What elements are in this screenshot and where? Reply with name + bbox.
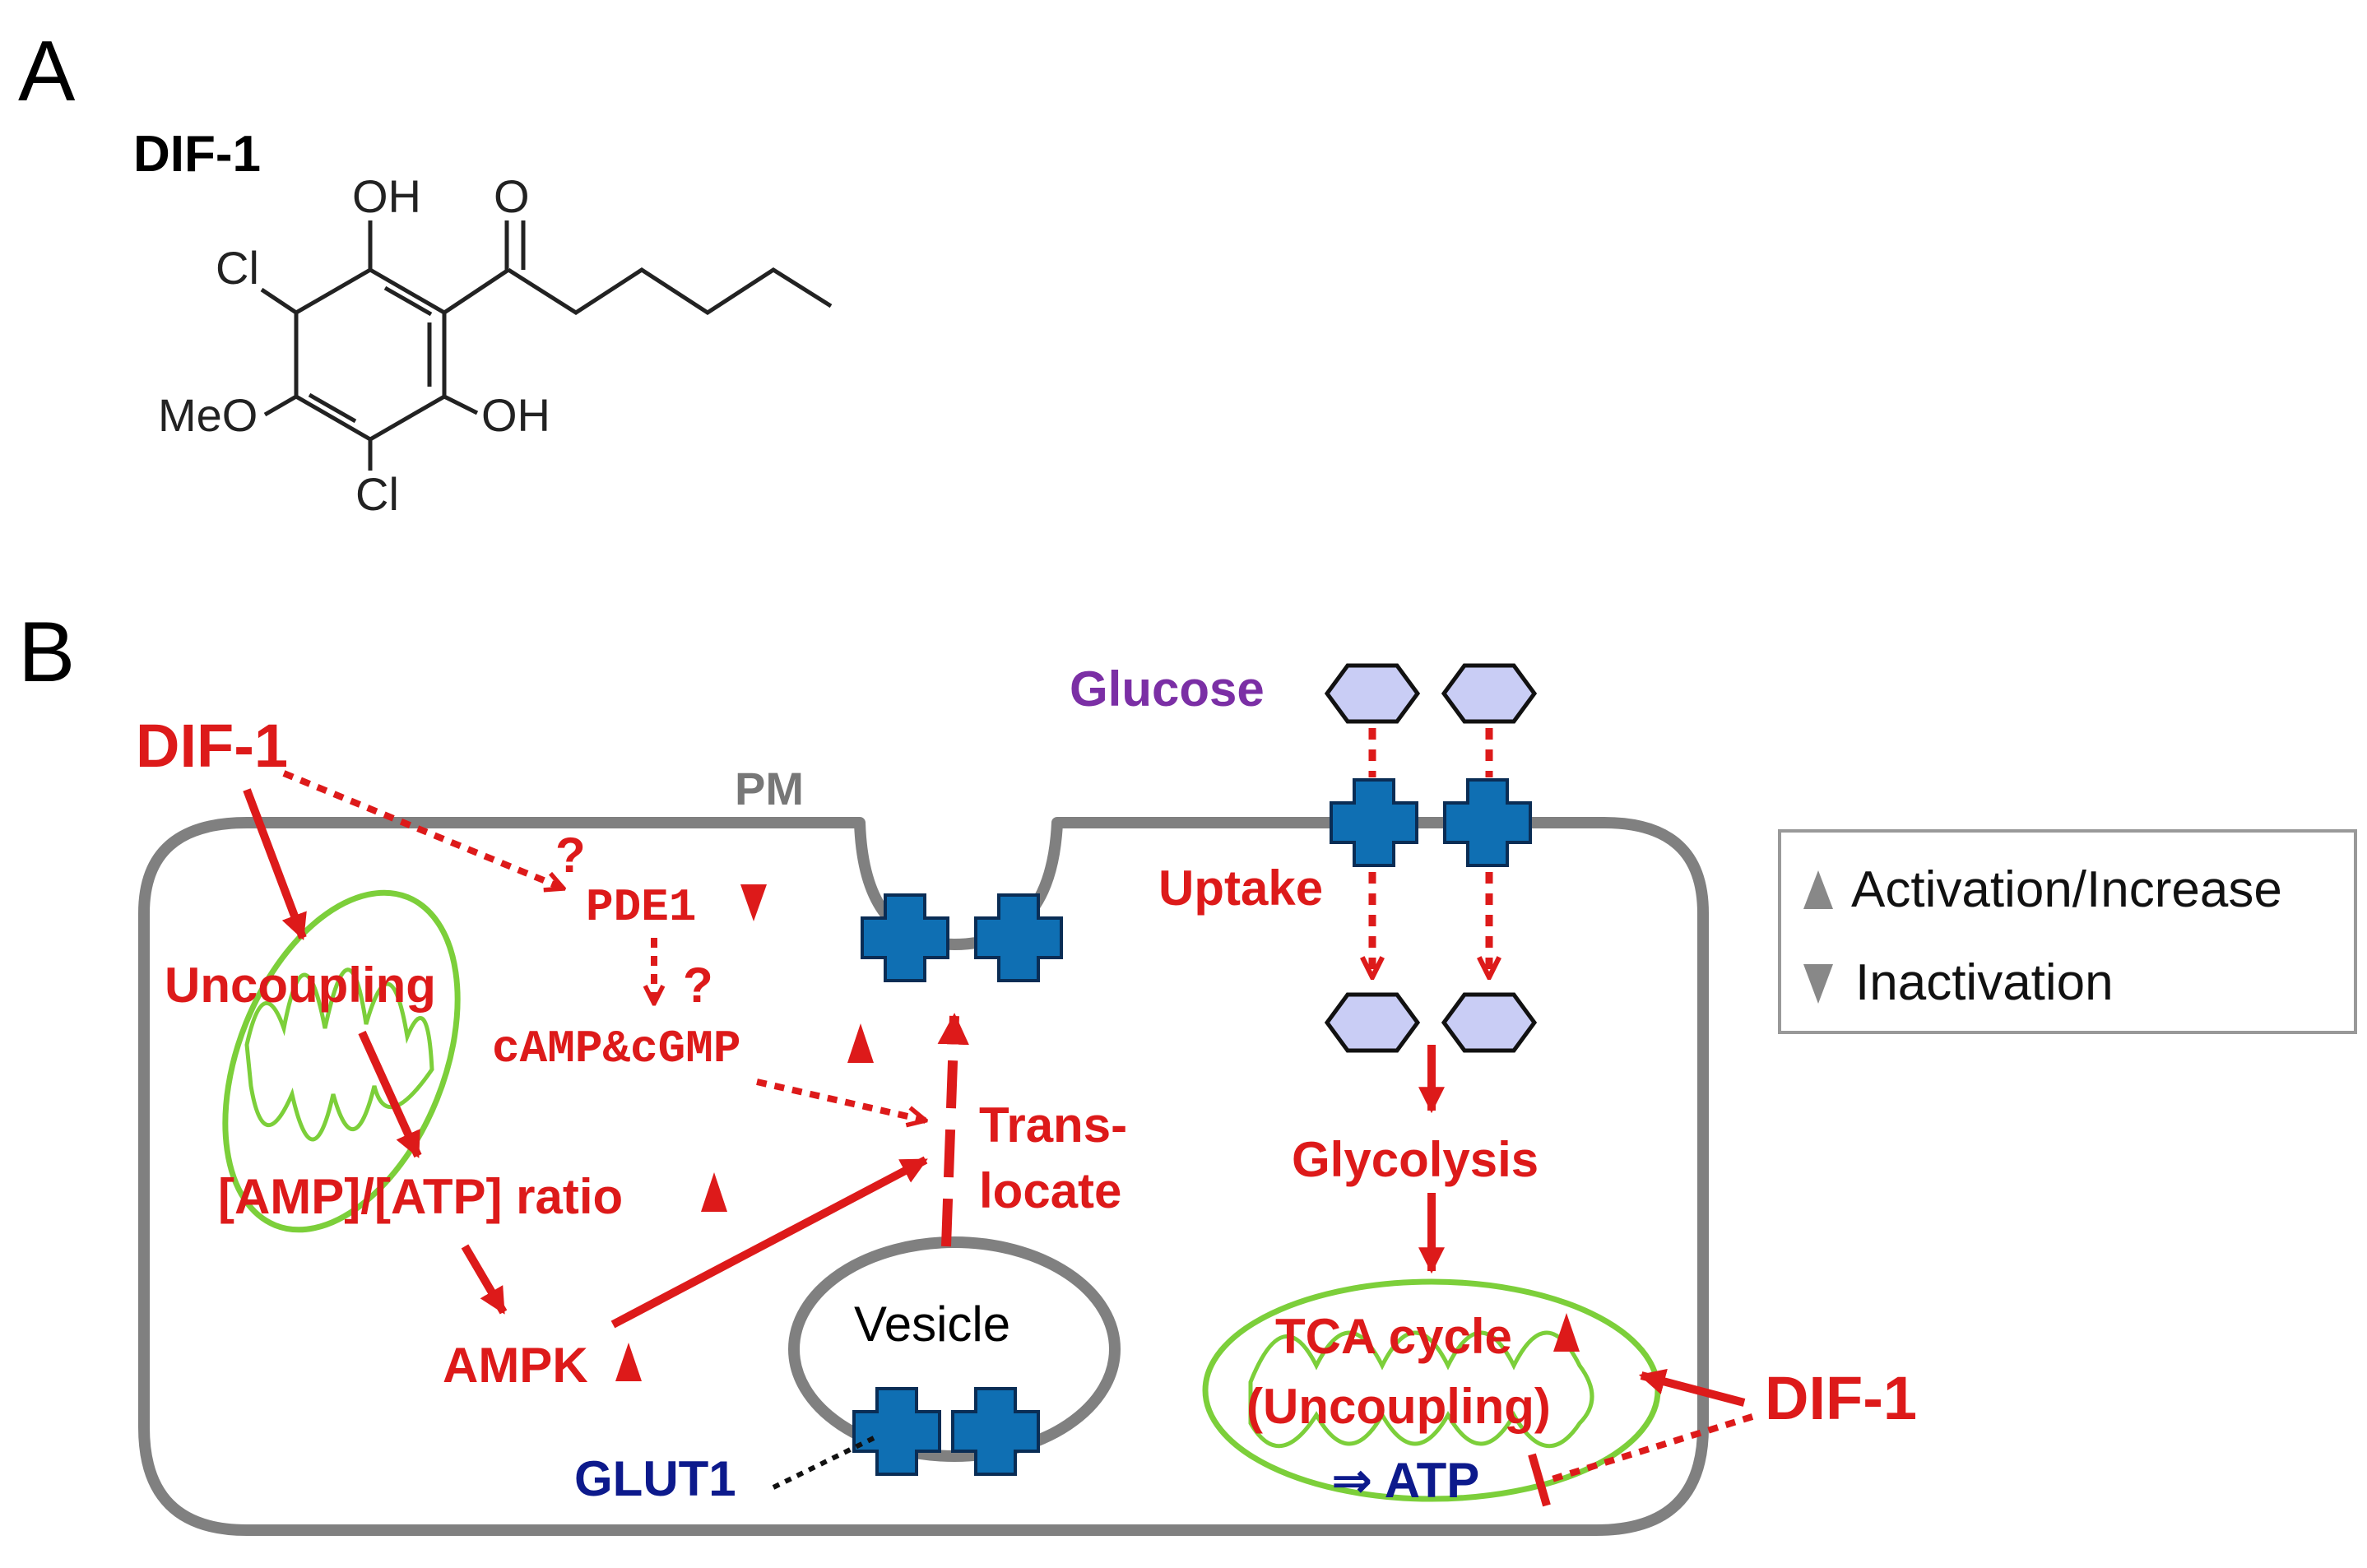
legend-box bbox=[1778, 829, 2357, 1034]
atom-oh-top: OH bbox=[352, 170, 421, 222]
glucose-molecule bbox=[1327, 995, 1418, 1051]
atom-o-carbonyl: O bbox=[494, 170, 530, 222]
molecule-structure bbox=[260, 220, 833, 471]
vesicle bbox=[788, 1236, 1121, 1462]
translocate-label-1: Trans- bbox=[979, 1097, 1127, 1153]
dif1-left-label: DIF-1 bbox=[136, 712, 288, 780]
mitochondrion-left bbox=[222, 889, 461, 1233]
glut1-label: GLUT1 bbox=[574, 1451, 736, 1506]
ratio-increase-icon bbox=[701, 1172, 727, 1212]
glut1-transporter bbox=[974, 893, 1063, 982]
inactivation-icon bbox=[1803, 964, 1833, 1004]
glut1-transporter bbox=[1443, 778, 1532, 867]
glut1-pointer bbox=[772, 1436, 875, 1490]
atom-meo: MeO bbox=[158, 389, 258, 441]
pde1-decrease-icon bbox=[740, 884, 767, 921]
panel-label-b: B bbox=[18, 605, 75, 700]
dif1-right-label: DIF-1 bbox=[1765, 1364, 1917, 1432]
vesicle-label: Vesicle bbox=[854, 1297, 1010, 1352]
tca-label-2: (Uncoupling) bbox=[1246, 1379, 1551, 1434]
glucose-label: Glucose bbox=[1070, 661, 1265, 717]
camp-cgmp-label: cAMP&cGMP bbox=[492, 1023, 740, 1075]
legend-activation: Activation/Increase bbox=[1851, 861, 2282, 918]
ampk-increase-icon bbox=[615, 1343, 642, 1381]
panel-label-a: A bbox=[18, 24, 76, 119]
atom-cl-bottom: Cl bbox=[355, 468, 399, 520]
glut1-transporter bbox=[852, 1387, 941, 1476]
legend-inactivation: Inactivation bbox=[1855, 954, 2114, 1011]
glucose-molecule bbox=[1444, 666, 1534, 721]
ampk-label: AMPK bbox=[443, 1338, 588, 1393]
camp-cgmp-increase-icon bbox=[847, 1023, 874, 1063]
molecule-name: DIF-1 bbox=[133, 126, 261, 183]
atom-cl-top: Cl bbox=[216, 242, 259, 294]
glut1-transporter bbox=[1330, 778, 1418, 867]
atp-label: ⇒ ATP bbox=[1331, 1453, 1479, 1508]
glycolysis-label: Glycolysis bbox=[1292, 1132, 1539, 1187]
translocate-label-2: locate bbox=[979, 1163, 1121, 1218]
pde1-label: PDE1 bbox=[586, 881, 696, 934]
glucose-molecule bbox=[1327, 666, 1418, 721]
tca-label-1: TCA cycle bbox=[1275, 1309, 1512, 1364]
glucose-molecule bbox=[1444, 995, 1534, 1051]
tca-increase-icon bbox=[1553, 1313, 1580, 1352]
uptake-arrows bbox=[1372, 728, 1489, 977]
atom-oh-bottom: OH bbox=[481, 389, 550, 441]
pm-label: PM bbox=[735, 763, 804, 814]
cell-membrane bbox=[138, 817, 1709, 1536]
uncoupling-label: Uncoupling bbox=[165, 958, 436, 1013]
question-mark-2: ? bbox=[683, 958, 713, 1013]
activation-icon bbox=[1803, 870, 1833, 909]
uptake-label: Uptake bbox=[1158, 861, 1323, 916]
pathway-arrows bbox=[243, 770, 1754, 1507]
question-mark-1: ? bbox=[555, 828, 586, 883]
ratio-label: [AMP]/[ATP] ratio bbox=[218, 1169, 623, 1224]
